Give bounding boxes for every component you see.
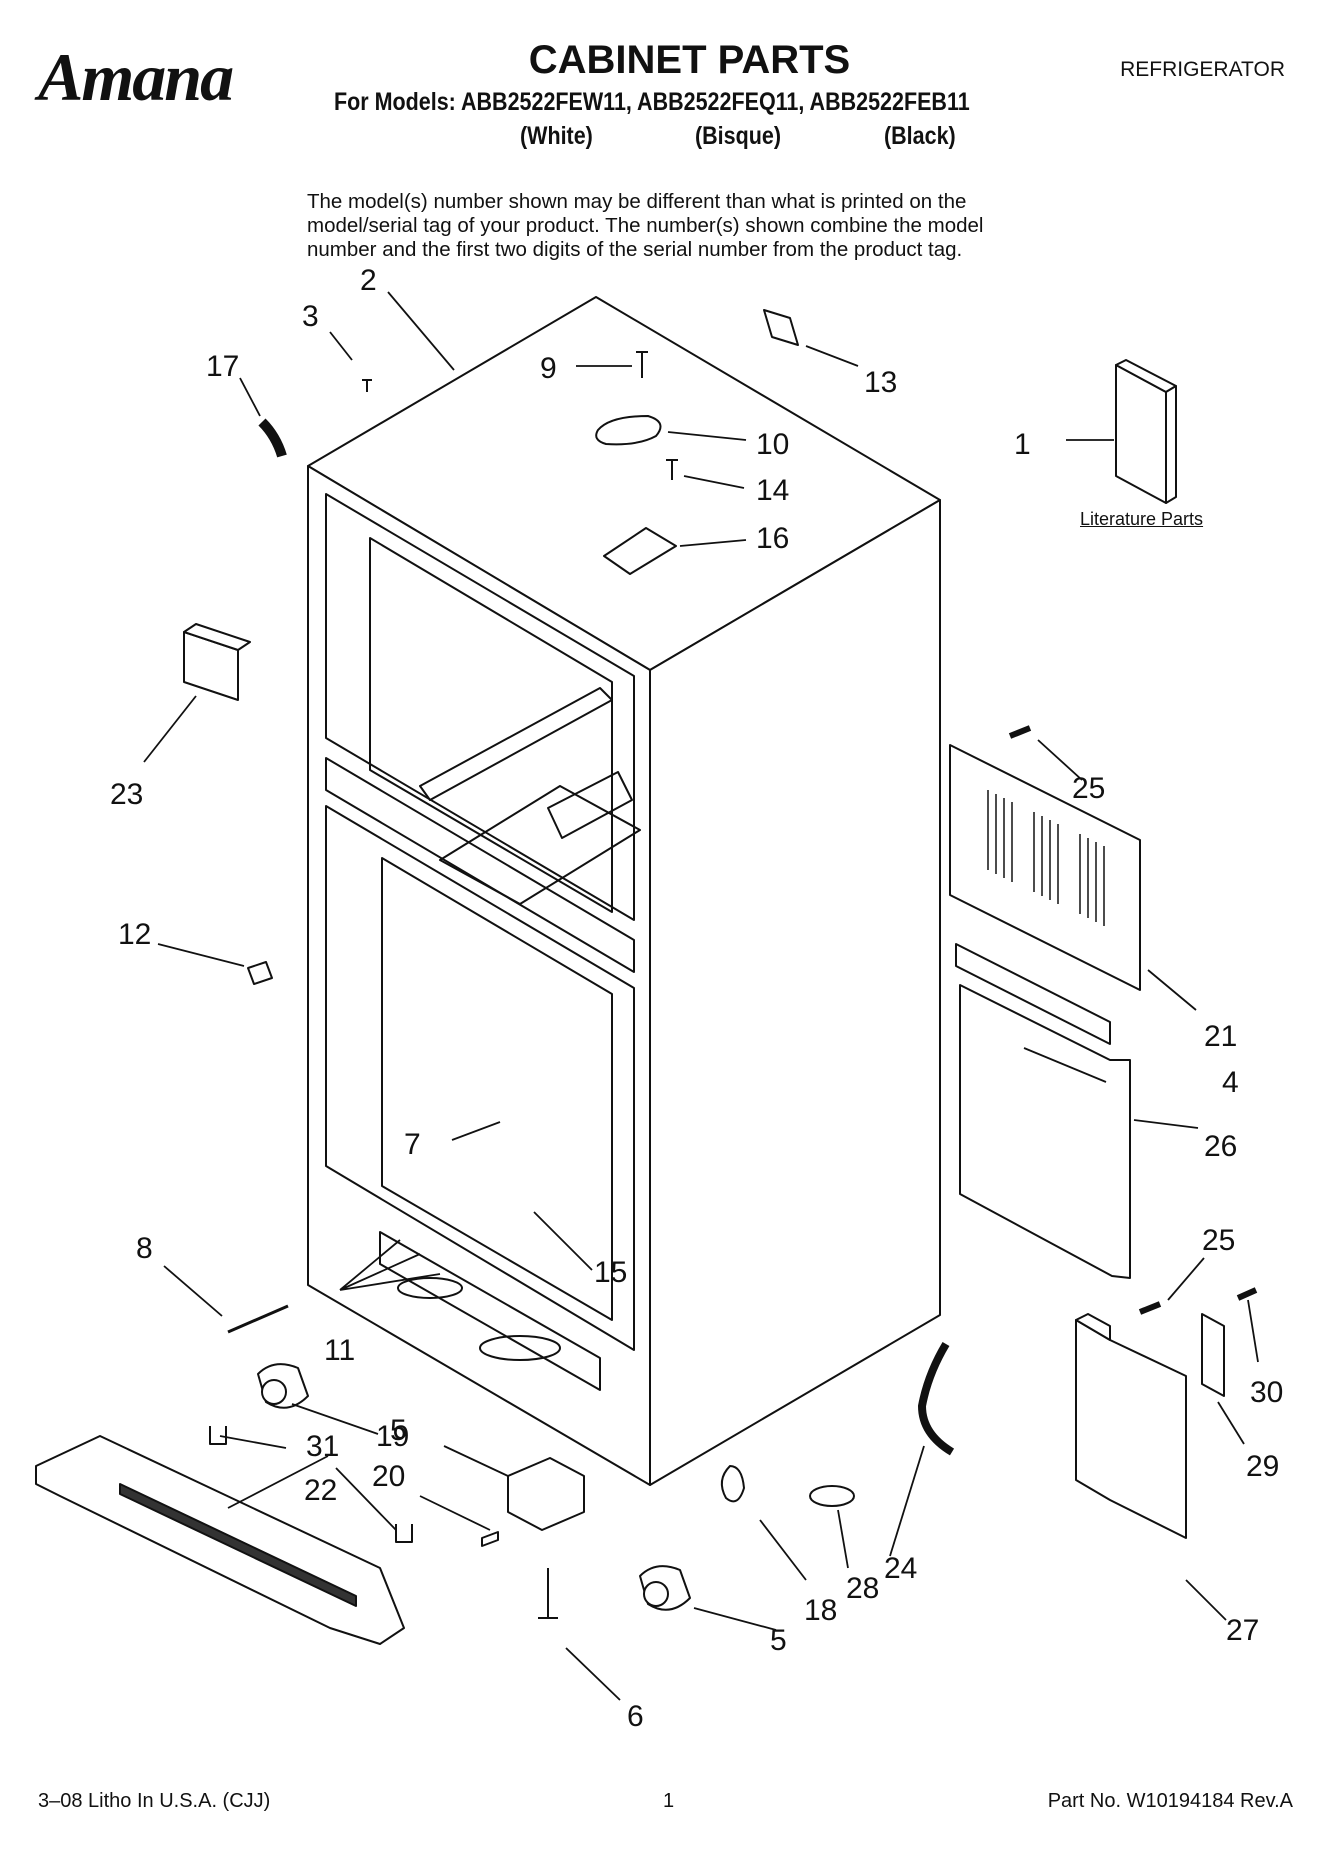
- callout-9: 9: [540, 352, 557, 385]
- callout-5b: 5: [770, 1624, 787, 1657]
- plate-29: [1201, 1313, 1225, 1397]
- oval-opening: [397, 1277, 463, 1299]
- access-panel: [949, 744, 1141, 991]
- callout-20: 20: [372, 1460, 405, 1493]
- screw-25: [1138, 1301, 1162, 1315]
- page-title: CABINET PARTS: [528, 38, 851, 82]
- variant-bisque: (Bisque): [695, 122, 781, 150]
- callout-1: 1: [1014, 428, 1031, 461]
- disclaimer-line: model/serial tag of your product. The nu…: [307, 214, 984, 237]
- callout-22: 22: [304, 1474, 337, 1507]
- literature-parts-label: Literature Parts: [1080, 509, 1204, 529]
- bolt-8: [227, 1304, 289, 1334]
- cabinet-front: [307, 465, 651, 1486]
- screw-20: [481, 1531, 499, 1547]
- bottom-hinge: [507, 1457, 585, 1531]
- screw-3: [362, 379, 372, 392]
- kick-support: [379, 1231, 601, 1391]
- callout-6: 6: [627, 1700, 644, 1733]
- callout-30: 30: [1250, 1376, 1283, 1409]
- callout-7: 7: [404, 1128, 421, 1161]
- callout-13: 13: [864, 366, 897, 399]
- callout-8: 8: [136, 1232, 153, 1265]
- callout-31: 31: [306, 1430, 339, 1463]
- page-title-wrap: CABINET PARTS: [0, 38, 1339, 83]
- clip-31: [209, 1426, 227, 1445]
- grommet: [720, 1465, 745, 1503]
- center-mullion: [325, 757, 635, 973]
- liner-back: [369, 537, 613, 913]
- callout-10: 10: [756, 428, 789, 461]
- shelf-rail: [419, 687, 613, 801]
- screw-25: [1008, 725, 1032, 739]
- model-disclaimer: The model(s) number shown may be differe…: [307, 190, 1127, 262]
- rear-cover: [959, 984, 1131, 1279]
- callout-27: 27: [1226, 1614, 1259, 1647]
- screw-30: [1236, 1287, 1258, 1301]
- callout-16: 16: [756, 522, 789, 555]
- callout-18: 18: [804, 1594, 837, 1627]
- freezer-opening: [325, 805, 635, 1351]
- variant-white: (White): [520, 122, 593, 150]
- callout-5: 5: [390, 1414, 407, 1447]
- leader-lines: [143, 291, 1259, 1701]
- oval-opening: [479, 1335, 561, 1361]
- freezer-liner: [381, 857, 613, 1321]
- top-hinge: [603, 527, 677, 575]
- drain-plug: [809, 1485, 855, 1507]
- cabinet-side: [649, 499, 941, 1486]
- disclaimer-line: number and the first two digits of the s…: [307, 238, 963, 261]
- callout-28: 28: [846, 1572, 879, 1605]
- hose-17: [258, 418, 287, 458]
- appliance-type: REFRIGERATOR: [1120, 58, 1285, 81]
- callout-24: 24: [884, 1552, 917, 1585]
- callout-14: 14: [756, 474, 789, 507]
- trim-strip: [955, 943, 1111, 1045]
- callout-12: 12: [118, 918, 151, 951]
- callout-2: 2: [360, 264, 377, 297]
- serial-tag: [763, 309, 799, 346]
- callout-15: 15: [594, 1256, 627, 1289]
- compressor-bracket: [1075, 1319, 1187, 1539]
- callout-labels: 1 2 3 4 5 5 6 7 8 9 10 11 12 13 14 15 16…: [110, 264, 1283, 1733]
- cabinet-drawing: [35, 296, 1258, 1645]
- leveling-leg: [538, 1568, 558, 1619]
- footer-litho: 3–08 Litho In U.S.A. (CJJ): [38, 1790, 271, 1812]
- callout-21: 21: [1204, 1020, 1237, 1053]
- variant-black: (Black): [884, 122, 956, 150]
- callout-11: 11: [324, 1334, 355, 1367]
- drain-tube: [918, 1341, 955, 1456]
- vent-grille: [547, 771, 633, 839]
- callout-29: 29: [1246, 1450, 1279, 1483]
- callout-4: 4: [1222, 1066, 1239, 1099]
- clip-31: [395, 1524, 413, 1543]
- callout-17: 17: [206, 350, 239, 383]
- callout-26: 26: [1204, 1130, 1237, 1163]
- page-number: 1: [663, 1790, 675, 1812]
- fresh-food-opening: [325, 493, 635, 921]
- brand-logo: Amana: [38, 39, 234, 115]
- callout-23: 23: [110, 778, 143, 811]
- disclaimer-line: The model(s) number shown may be differe…: [307, 190, 967, 213]
- callout-25: 25: [1072, 772, 1105, 805]
- screw-14: [666, 459, 678, 480]
- callout-19: 19: [376, 1420, 409, 1453]
- part-number: Part No. W10194184 Rev.A: [1047, 1790, 1293, 1812]
- screw-12: [247, 961, 273, 985]
- hinge-cover: [595, 415, 662, 446]
- screw-9: [636, 351, 648, 378]
- crisper-recess: [439, 785, 641, 905]
- callout-3: 3: [302, 300, 319, 333]
- callout-25b: 25: [1202, 1224, 1235, 1257]
- models-line: For Models: ABB2522FEW11, ABB2522FEQ11, …: [334, 88, 970, 116]
